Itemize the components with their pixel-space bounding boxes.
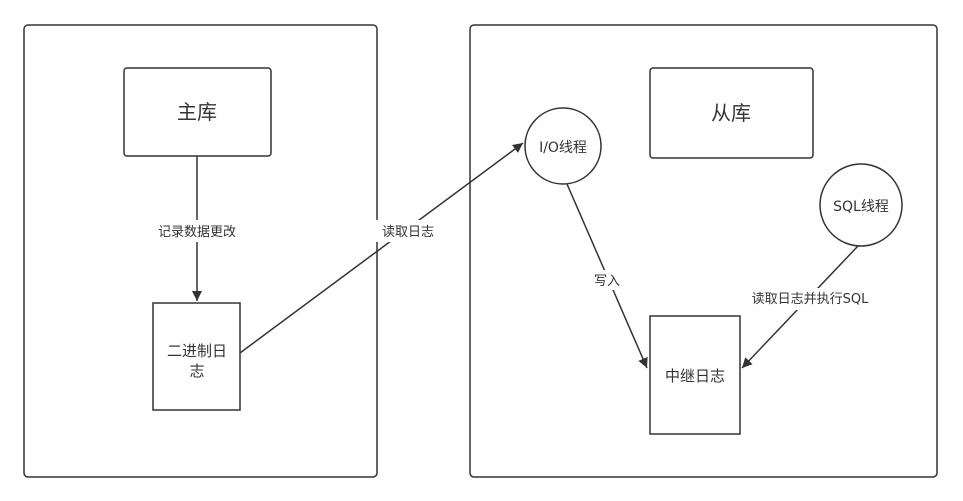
sql-thread-label: SQL线程 [833,199,889,215]
edge-label-read-log: 读取日志 [382,225,434,240]
slave-box [649,67,814,159]
master-label: 主库 [177,100,217,124]
slave-label: 从库 [711,101,751,125]
io-thread-label: I/O线程 [539,140,587,156]
edge-label-write-in: 写入 [594,274,620,289]
slave-container [469,24,938,478]
relay-log-label: 中继日志 [665,367,725,385]
binlog-label-line1: 二进制日 [167,342,227,360]
edge-label-read-execute-sql: 读取日志并执行SQL [752,292,869,307]
io-thread-circle [524,107,602,185]
edge-binlog-to-io [239,142,524,354]
binlog-box [152,302,241,411]
binlog-label-line2: 志 [189,362,204,380]
relay-log-box [649,315,741,435]
edge-label-record-changes: 记录数据更改 [158,225,236,240]
sql-thread-circle [819,163,903,247]
